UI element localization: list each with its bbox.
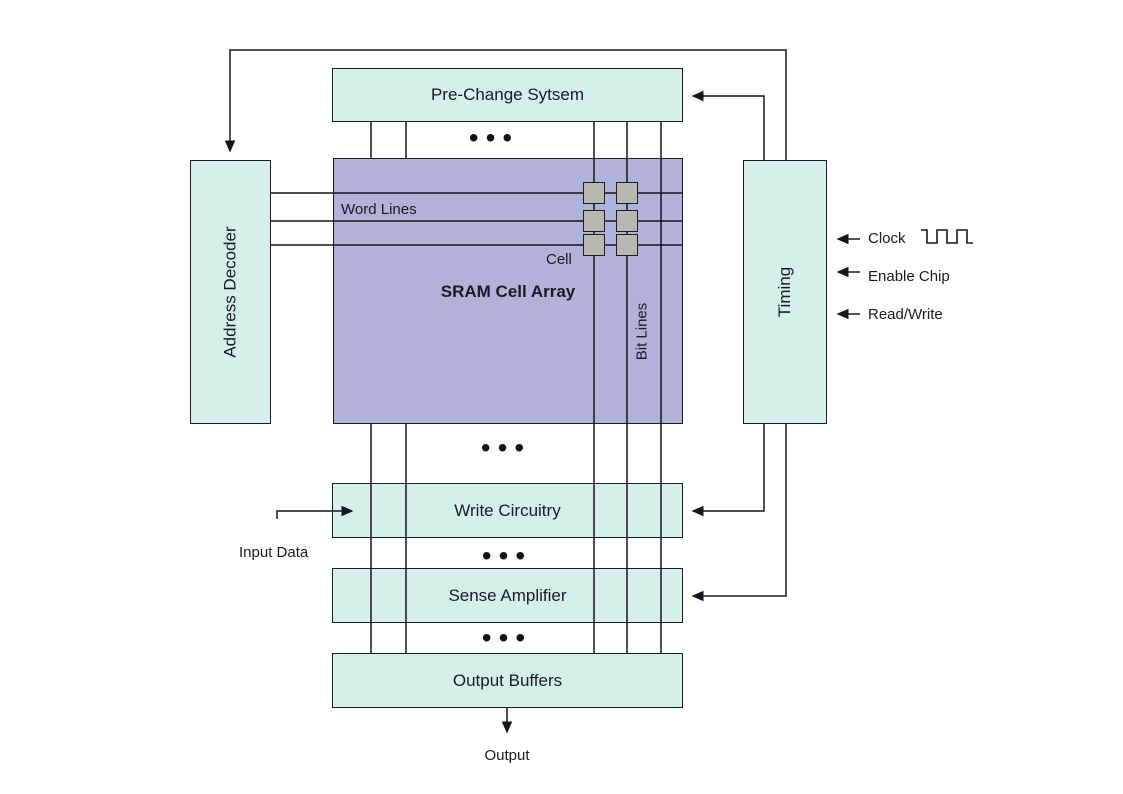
- clock-label: Clock: [868, 230, 906, 247]
- block-precharge-system: Pre-Change Sytsem: [332, 68, 683, 122]
- ellipsis-precharge-array: •••: [468, 122, 520, 153]
- sram-cell: [616, 182, 638, 204]
- bit-lines-label: Bit Lines: [633, 302, 651, 360]
- timing-to-address-decoder-line: [224, 49, 787, 160]
- block-output-buffers-label: Output Buffers: [452, 670, 563, 690]
- input-data-label: Input Data: [239, 544, 309, 561]
- block-sense-amplifier-label: Sense Amplifier: [448, 585, 567, 605]
- bit-lines-label-wrap: Bit Lines: [617, 297, 667, 365]
- timing-to-sense-amplifier-line: [691, 424, 787, 602]
- cell-label: Cell: [546, 251, 572, 268]
- sram-cell: [583, 210, 605, 232]
- timing-to-precharge-line: [691, 90, 765, 160]
- square-wave-icon: [921, 229, 973, 244]
- block-timing: Timing: [743, 160, 827, 424]
- sram-cell: [583, 234, 605, 256]
- sram-cell-array-title: SRAM Cell Array: [440, 282, 576, 301]
- ellipsis-write-sense: •••: [481, 540, 533, 571]
- ellipsis-sense-output: •••: [481, 622, 533, 653]
- word-lines-label: Word Lines: [341, 201, 417, 218]
- ellipsis-array-write: •••: [480, 432, 532, 463]
- block-precharge-label: Pre-Change Sytsem: [430, 85, 585, 104]
- input-data-arrow: [276, 505, 354, 519]
- read-write-label: Read/Write: [868, 306, 943, 323]
- block-write-circuitry-label: Write Circuitry: [454, 500, 561, 520]
- timing-to-write-circuitry-line: [691, 424, 765, 517]
- sram-cell: [616, 210, 638, 232]
- enable-chip-label: Enable Chip: [868, 268, 950, 285]
- sram-cell: [616, 234, 638, 256]
- block-sense-amplifier: Sense Amplifier: [332, 568, 683, 623]
- sram-cell: [583, 182, 605, 204]
- block-write-circuitry: Write Circuitry: [332, 483, 683, 538]
- block-output-buffers: Output Buffers: [332, 653, 683, 708]
- block-address-decoder: Address Decoder: [190, 160, 271, 424]
- output-label: Output: [484, 747, 530, 764]
